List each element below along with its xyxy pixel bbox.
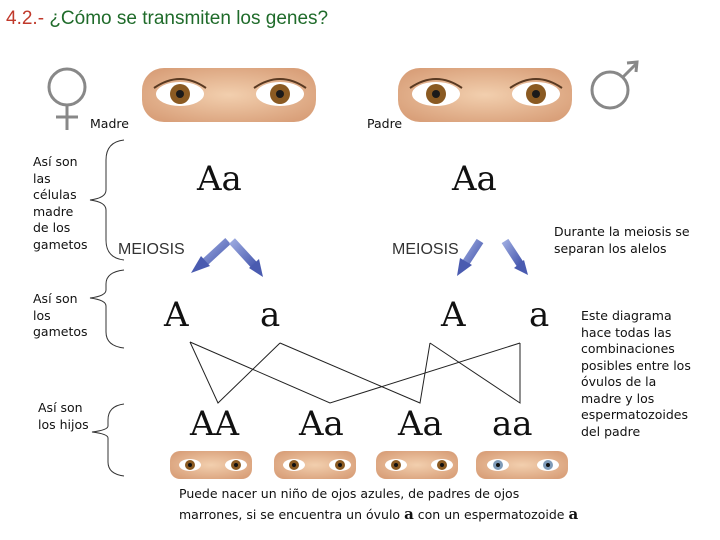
bracket-gametes xyxy=(90,270,124,348)
children-note: Así son los hijos xyxy=(38,400,89,433)
bracket-children xyxy=(92,404,124,476)
combinations-note: Este diagrama hace todas las combinacion… xyxy=(581,308,691,440)
combination-lines xyxy=(190,342,520,403)
mother-genotype: Aa xyxy=(197,162,242,196)
mother-eyes-image xyxy=(142,68,316,122)
father-genotype: Aa xyxy=(452,162,497,196)
gametes-note: Así son los gametos xyxy=(33,291,88,341)
conclusion-note: Puede nacer un niño de ojos azules, de p… xyxy=(179,483,578,525)
meiosis-label-left: MEIOSIS xyxy=(118,241,185,259)
offspring-genotype-2: Aa xyxy=(299,407,344,441)
father-eyes-image xyxy=(398,68,572,122)
child-eyes-3-image xyxy=(376,451,458,479)
gamete-mother-a: a xyxy=(260,298,280,332)
mother-label: Madre xyxy=(90,116,129,131)
stem-cells-note: Así son las células madre de los gametos xyxy=(33,154,88,253)
gamete-father-a: a xyxy=(529,298,549,332)
male-symbol-icon xyxy=(592,62,637,108)
female-symbol-icon xyxy=(49,69,85,130)
gamete-father-A: A xyxy=(441,298,466,332)
meiosis-note: Durante la meiosis se separan los alelos xyxy=(554,224,690,257)
meiosis-arrow-icon xyxy=(191,241,528,277)
child-eyes-1-image xyxy=(170,451,252,479)
offspring-genotype-3: Aa xyxy=(398,407,443,441)
child-eyes-2-image xyxy=(274,451,356,479)
offspring-genotype-1: AA xyxy=(190,407,239,441)
gamete-mother-A: A xyxy=(164,298,189,332)
father-label: Padre xyxy=(367,116,402,131)
offspring-genotype-4: aa xyxy=(492,407,533,441)
child-eyes-4-image xyxy=(476,451,568,479)
meiosis-label-right: MEIOSIS xyxy=(392,241,459,259)
